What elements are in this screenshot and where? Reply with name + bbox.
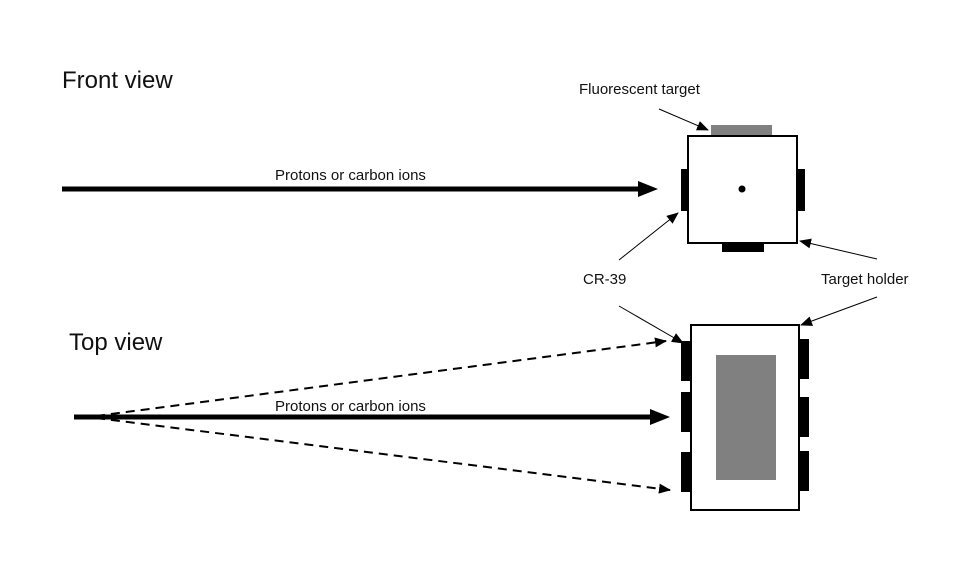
- front-beam-arrowhead: [638, 181, 658, 197]
- cr39-label: CR-39: [583, 271, 626, 288]
- front-beam-label: Protons or carbon ions: [275, 167, 426, 184]
- top-beam-arrow: [74, 409, 670, 425]
- scatter-path-lower: [95, 417, 671, 494]
- top-beam-arrowhead: [650, 409, 670, 425]
- fluorescent-target: [711, 125, 772, 136]
- top-cr39-right-3: [799, 451, 809, 491]
- target-holder-leader-up: [799, 238, 878, 260]
- top-target-holder: [681, 324, 809, 511]
- scatter-path-upper: [95, 337, 667, 417]
- top-cr39-left-2: [681, 392, 691, 432]
- top-cr39-left-1: [681, 341, 691, 381]
- top-cr39-left-3: [681, 452, 691, 492]
- top-cr39-right-2: [799, 397, 809, 437]
- front-beam-arrow: [62, 181, 658, 197]
- top-cr39-right-1: [799, 339, 809, 379]
- front-view-title: Front view: [62, 67, 173, 94]
- front-cr39-left: [681, 169, 689, 211]
- front-target-holder: [681, 125, 805, 252]
- top-beam-label: Protons or carbon ions: [275, 398, 426, 415]
- target-holder-leader-down: [800, 296, 878, 326]
- target-holder-label: Target holder: [821, 271, 909, 288]
- cr39-leader-up: [618, 212, 679, 261]
- front-cr39-right: [797, 169, 805, 211]
- fluorescent-target-leader: [658, 108, 709, 131]
- cr39-leader-down: [618, 305, 684, 344]
- beam-spot: [738, 185, 746, 193]
- top-fluorescent-target: [716, 355, 776, 480]
- fluorescent-target-label: Fluorescent target: [579, 81, 701, 98]
- front-cr39-bottom: [722, 243, 764, 252]
- top-view-title: Top view: [69, 329, 163, 356]
